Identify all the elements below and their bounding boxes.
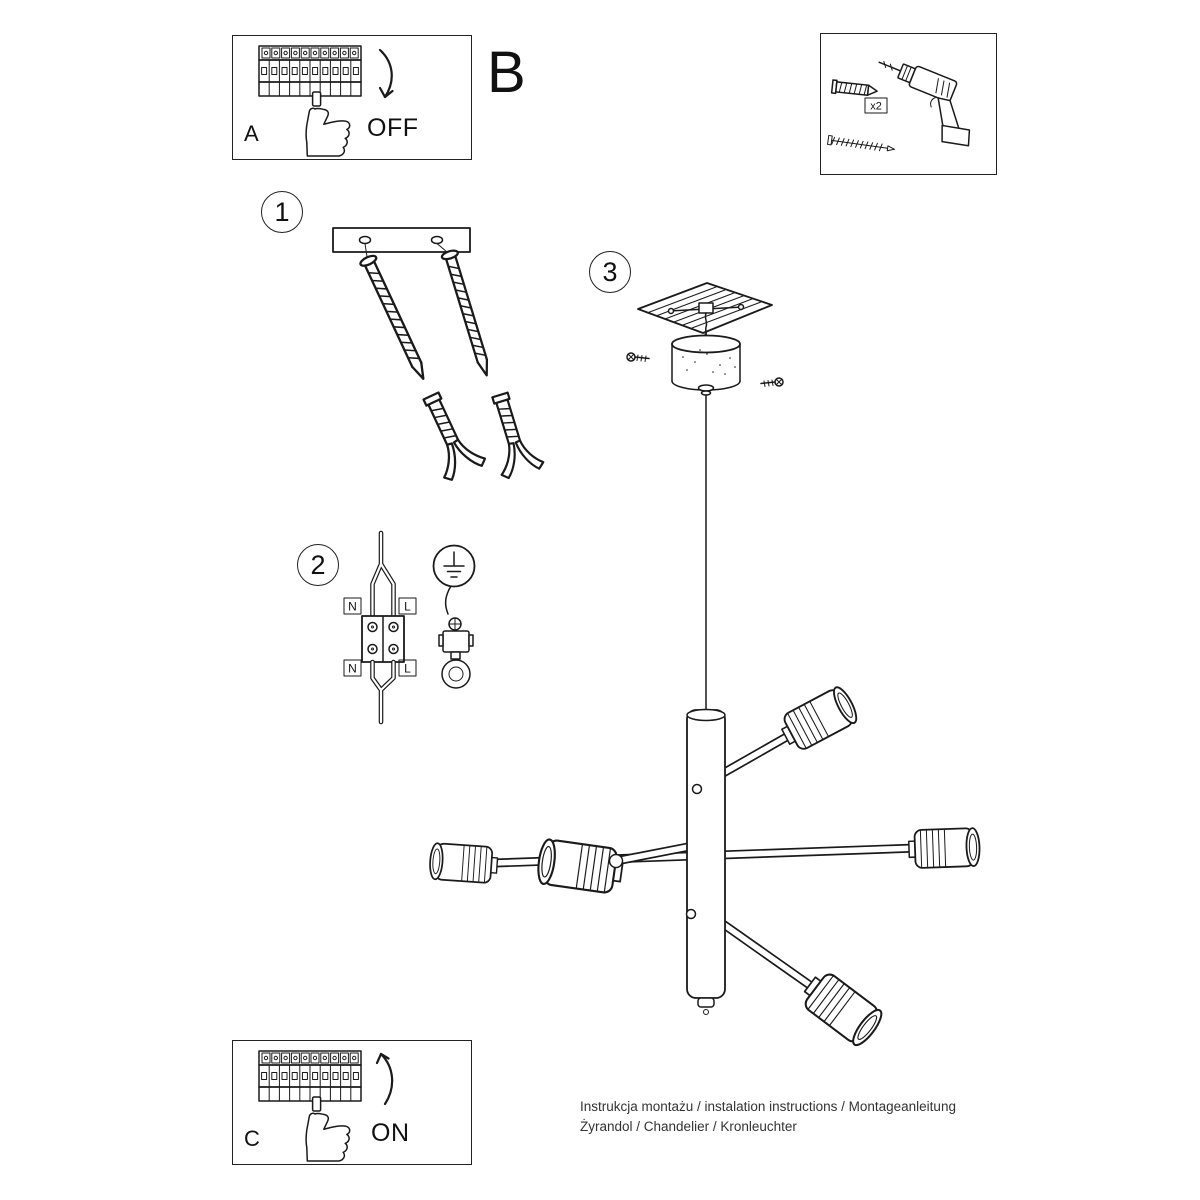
wall-anchor-icon: [830, 79, 878, 96]
label-l-bottom: L: [404, 662, 411, 676]
ground-symbol: [432, 544, 476, 588]
step-1-illustration: [332, 227, 546, 482]
anchor-count-badge: x2: [864, 97, 888, 114]
canopy: [671, 333, 741, 396]
panel-a-label: A: [244, 121, 259, 146]
label-n-bottom: N: [348, 662, 357, 676]
breaker-on-illustration: [258, 1050, 394, 1162]
luminaire-cable: [370, 659, 396, 725]
ground-connector: [438, 585, 474, 689]
rotate-down-arrow-icon: [378, 48, 394, 99]
lamp-socket-lower: [796, 966, 887, 1050]
supply-cable: [370, 530, 396, 619]
anchor-count-label: x2: [870, 101, 882, 113]
label-n-top: N: [348, 600, 357, 614]
panel-c-label: C: [244, 1126, 260, 1151]
tools-required-panel: x2: [820, 33, 997, 175]
breaker-off-illustration: [258, 45, 394, 157]
footer-line-1: Instrukcja montażu / instalation instruc…: [580, 1099, 956, 1114]
lamp-socket-right: [907, 826, 982, 870]
step-1-badge: 1: [261, 191, 303, 233]
step-2-illustration: N L N L: [343, 530, 476, 725]
step-2-badge: 2: [297, 544, 339, 586]
screw-icon: [827, 134, 896, 152]
wire-labels: N L N L: [343, 597, 417, 677]
footer: Instrukcja montażu / instalation instruc…: [580, 1097, 956, 1137]
on-label: ON: [371, 1119, 410, 1147]
section-b-label: B: [487, 40, 526, 105]
step-3-number: 3: [602, 256, 618, 287]
power-on-panel: C ON: [232, 1040, 472, 1165]
mounting-bar: [332, 227, 471, 253]
label-l-top: L: [404, 600, 411, 614]
footer-line-2: Żyrandol / Chandelier / Kronleuchter: [580, 1119, 797, 1134]
lamp-socket-far-left: [428, 841, 500, 885]
step-3-illustration: [428, 282, 982, 1050]
ceiling-plate: [637, 282, 773, 336]
step-3-badge: 3: [589, 251, 631, 293]
rotate-up-arrow-icon: [375, 1052, 394, 1106]
canopy-screw-left: [626, 352, 650, 362]
canopy-screw-right: [760, 377, 784, 387]
chandelier-body: [608, 708, 726, 1015]
power-off-panel: A OFF: [232, 35, 472, 160]
drill-icon: [878, 60, 971, 147]
lamp-socket-upper: [775, 683, 862, 756]
step-2-number: 2: [310, 549, 326, 580]
off-label: OFF: [367, 114, 419, 142]
step-1-number: 1: [274, 196, 290, 227]
terminal-block: [361, 615, 405, 663]
tools-illustration: x2: [827, 60, 971, 152]
